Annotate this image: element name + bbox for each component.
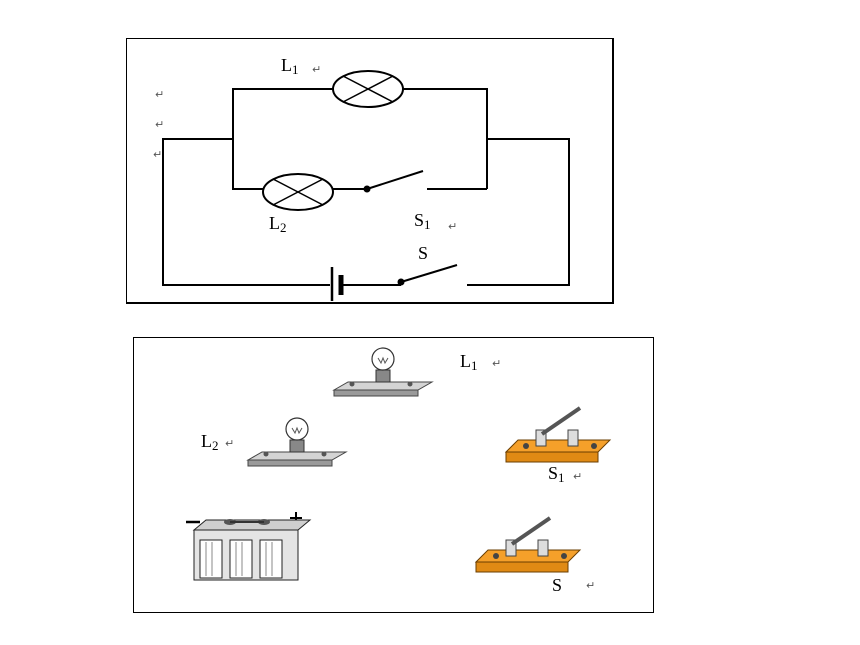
lamp-l1-symbol (332, 70, 404, 108)
label-l1: L1 (460, 351, 478, 373)
physical-components-panel: L1 L2 S1 S ↵ ↵ ↵ ↵ (133, 337, 654, 613)
label-s1: S1 (548, 463, 565, 485)
battery-pack (186, 512, 312, 581)
label-s: S (418, 243, 429, 263)
return-mark: ↵ (155, 88, 165, 101)
wire-outer-left (162, 138, 330, 286)
circuit-schematic: L1 L2 S1 S ↵ ↵ ↵ ↵ ↵ (126, 38, 614, 304)
battery-symbol (330, 267, 344, 301)
return-mark: ↵ (492, 357, 502, 370)
switch-s1-symbol (363, 170, 424, 193)
knife-switch-s (474, 516, 582, 573)
bulb-l2-board (246, 417, 348, 467)
label-l1: L1 (281, 55, 299, 77)
label-l2: L2 (269, 213, 287, 235)
return-mark: ↵ (573, 470, 583, 483)
label-l2: L2 (201, 431, 219, 453)
label-s: S (552, 575, 563, 595)
return-mark: ↵ (153, 148, 163, 161)
label-s1: S1 (414, 210, 431, 232)
return-mark: ↵ (312, 63, 322, 76)
switch-s-symbol (397, 264, 458, 286)
bulb-l1-board (332, 347, 434, 397)
return-mark: ↵ (225, 437, 235, 450)
return-mark: ↵ (155, 118, 165, 131)
knife-switch-s1 (504, 406, 612, 463)
wire-top-right (403, 88, 488, 189)
wire-top-left (232, 88, 333, 179)
return-mark: ↵ (448, 220, 458, 233)
wire-branch-left (232, 139, 263, 190)
wire-outer-right (467, 138, 570, 286)
return-mark: ↵ (586, 579, 596, 592)
lamp-l2-symbol (262, 173, 334, 211)
components-drawing (186, 347, 612, 581)
schematic-wires (162, 70, 570, 301)
